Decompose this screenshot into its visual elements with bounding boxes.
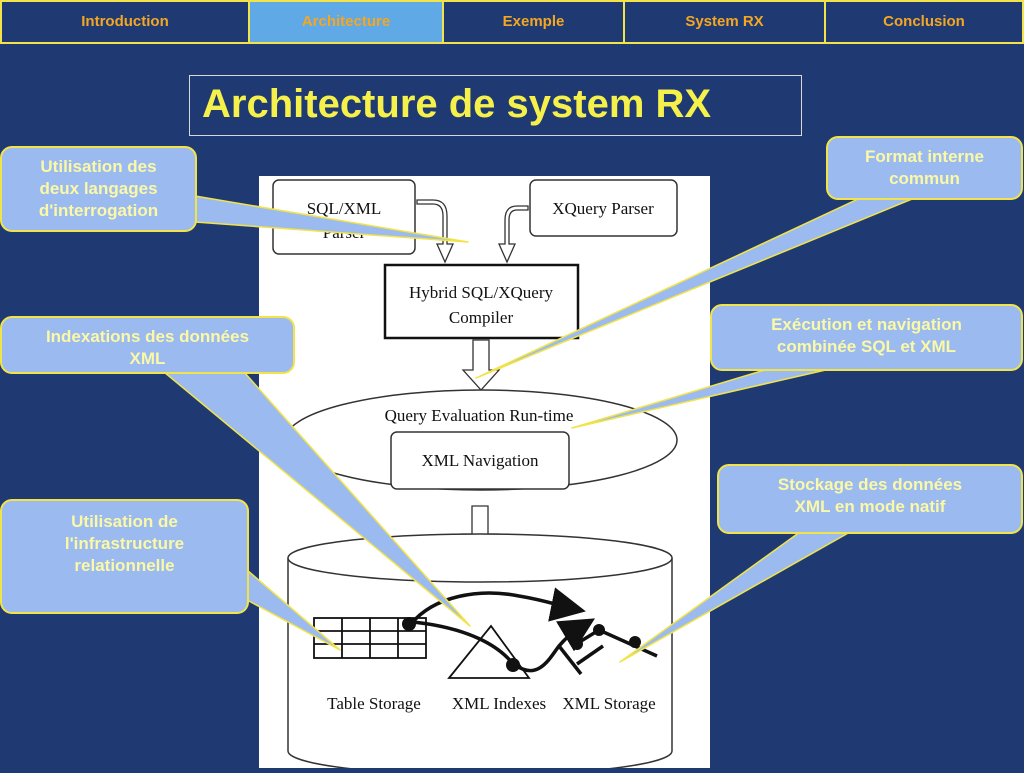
- link-node: [506, 658, 520, 672]
- xml-navigation-label: XML Navigation: [422, 451, 539, 470]
- tab-introduction[interactable]: Introduction: [2, 2, 250, 42]
- callout-langages-line-3: d'interrogation: [38, 201, 159, 220]
- callout-stockage: Stockage des données XML en mode natif: [717, 464, 1023, 534]
- tab-system-rx[interactable]: System RX: [625, 2, 826, 42]
- table-storage-grid: [313, 617, 427, 659]
- tab-exemple[interactable]: Exemple: [444, 2, 625, 42]
- xml-tree-node: [629, 636, 641, 648]
- callout-stockage-line-2: XML en mode natif: [794, 497, 946, 516]
- callout-langages: Utilisation des deux langages d'interrog…: [0, 146, 197, 232]
- xml-indexes-label: XML Indexes: [452, 694, 546, 713]
- callout-indexation: Indexations des données XML: [0, 316, 295, 374]
- xml-tree-node: [571, 638, 583, 650]
- compiler-box: [383, 263, 580, 340]
- tab-conclusion[interactable]: Conclusion: [883, 13, 965, 30]
- callout-infrastructure: Utilisation de l'infrastructure relation…: [0, 499, 249, 614]
- architecture-figure: SQL/XML Parser XQuery Parser Hybrid SQL/…: [259, 176, 710, 773]
- link-node: [402, 617, 416, 631]
- callout-infrastructure-line-1: Utilisation de: [71, 512, 178, 531]
- sqlxml-arrow: [416, 199, 455, 264]
- callout-format-line-2: commun: [889, 169, 960, 188]
- nav-bar: Introduction Architecture Exemple System…: [0, 0, 1024, 44]
- architecture-diagram: SQL/XML Parser XQuery Parser Hybrid SQL/…: [272, 179, 678, 773]
- xquery-parser-label: XQuery Parser: [552, 199, 654, 218]
- sqlxml-parser-label-1: SQL/XML: [307, 199, 382, 218]
- runtime-label: Query Evaluation Run-time: [385, 406, 574, 425]
- callout-langages-line-1: Utilisation des: [40, 157, 157, 176]
- slide-title: Architecture de system RX: [202, 82, 712, 126]
- callout-format: Format interne commun: [826, 136, 1023, 200]
- callout-execution-line-1: Exécution et navigation: [771, 315, 962, 334]
- xquery-parser-box: [529, 179, 678, 237]
- compiler-label-2: Compiler: [449, 308, 514, 327]
- callout-infrastructure-line-2: l'infrastructure: [64, 534, 185, 553]
- callout-infrastructure-line-3: relationnelle: [74, 556, 175, 575]
- xml-storage-label: XML Storage: [562, 694, 655, 713]
- stockage-pointer: [619, 531, 851, 663]
- callout-execution-line-2: combinée SQL et XML: [776, 337, 957, 356]
- callout-stockage-line-1: Stockage des données: [777, 475, 963, 494]
- xml-navigation-box: [390, 431, 570, 490]
- xml-links: [409, 587, 658, 676]
- compiler-label-1: Hybrid SQL/XQuery: [409, 283, 554, 302]
- infrastructure-pointer: [246, 569, 341, 651]
- callout-langages-line-2: deux langages: [39, 179, 158, 198]
- execution-pointer: [571, 368, 831, 429]
- callout-indexation-line-2: XML: [129, 349, 166, 368]
- xml-tree-node: [593, 624, 605, 636]
- callout-execution: Exécution et navigation combinée SQL et …: [710, 304, 1023, 371]
- slide-title-box: Architecture de system RX: [189, 75, 802, 136]
- callout-format-line-1: Format interne: [864, 147, 985, 166]
- langages-pointer: [194, 195, 469, 243]
- table-storage-label: Table Storage: [327, 694, 421, 713]
- compile-to-runtime-arrow: [461, 339, 501, 391]
- xquery-arrow: [497, 205, 529, 264]
- tab-architecture[interactable]: Architecture: [250, 2, 444, 42]
- callout-indexation-line-1: Indexations des données: [45, 327, 250, 346]
